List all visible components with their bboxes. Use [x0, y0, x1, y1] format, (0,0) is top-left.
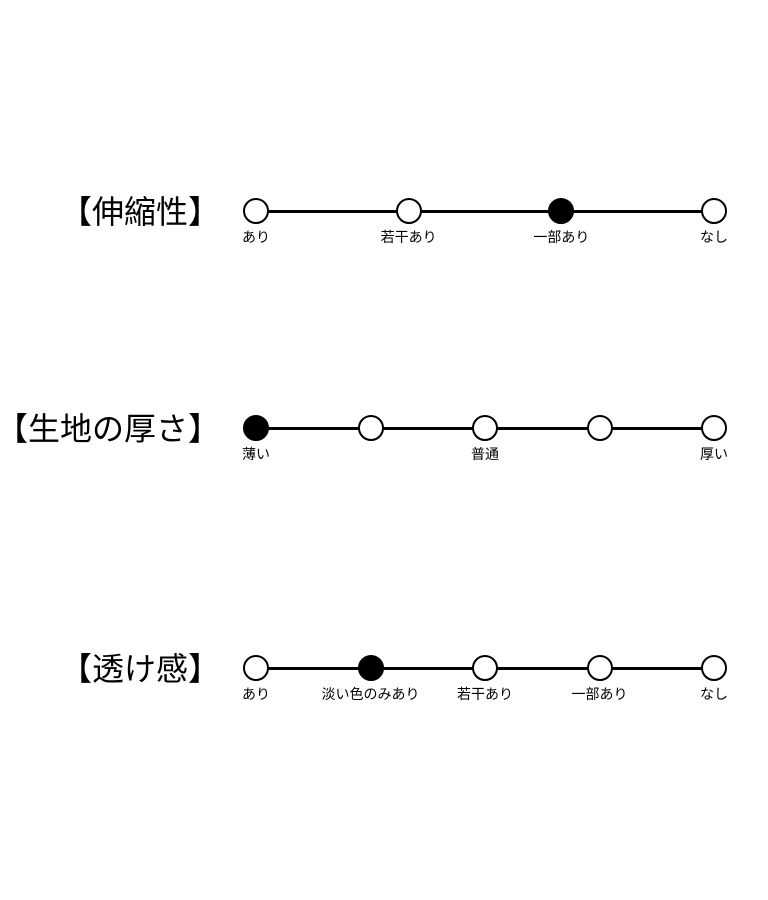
scale-point — [701, 415, 727, 441]
scale-point — [472, 655, 498, 681]
scale-point — [243, 655, 269, 681]
scale-label: 普通 — [471, 447, 499, 463]
scale-sheerness: 【透け感】 あり 淡い色のみあり 若干あり 一部あり なし — [0, 650, 768, 738]
scale-point-selected — [243, 415, 269, 441]
scale-point — [586, 655, 613, 681]
scale-point-selected — [357, 655, 384, 681]
scale-label: 薄い — [242, 447, 270, 463]
scale-thickness: 【生地の厚さ】 薄い 普通 厚い — [0, 410, 768, 498]
scale-point — [701, 655, 727, 681]
scale-point — [243, 198, 269, 224]
scale-track — [256, 209, 714, 213]
scale-title: 【透け感】 — [59, 650, 220, 688]
scale-point — [472, 415, 498, 441]
scale-label: あり — [242, 687, 270, 703]
scale-point — [586, 415, 613, 441]
scale-label: 一部あり — [533, 230, 590, 246]
scale-label: 厚い — [700, 447, 728, 463]
scale-point — [701, 198, 727, 224]
scale-title: 【生地の厚さ】 — [0, 410, 220, 448]
scale-label: 若干あり — [457, 687, 513, 703]
scale-label: 一部あり — [571, 687, 628, 703]
scale-point-selected — [548, 198, 575, 224]
scale-title: 【伸縮性】 — [59, 193, 220, 231]
scale-point — [357, 415, 384, 441]
scale-label: 若干あり — [380, 230, 437, 246]
scale-label: なし — [700, 230, 728, 246]
scale-label: なし — [700, 687, 728, 703]
scale-label: 淡い色のみあり — [321, 687, 420, 703]
scale-label: あり — [242, 230, 270, 246]
scale-stretch: 【伸縮性】 あり 若干あり 一部あり なし — [0, 193, 768, 281]
scale-point — [395, 198, 422, 224]
